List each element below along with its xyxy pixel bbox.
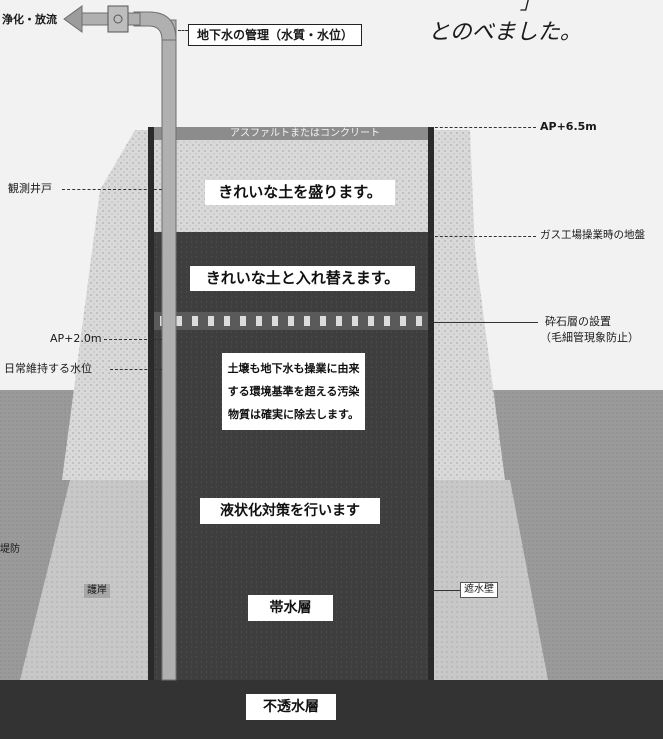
removal-line-1: 土壌も地下水も操業に由来 [227,362,360,375]
ap-low-label: AP+2.0m [50,332,102,345]
pump-box [107,5,129,33]
barrier-wall-left [148,127,154,680]
barrier-wall-right [428,127,434,680]
leader-water-level [110,369,162,370]
leader-barrier-wall [432,590,460,591]
liquefaction-label: 液状化対策を行います [200,498,380,524]
shoulder-left [62,130,150,480]
impermeable-label: 不透水層 [246,694,336,720]
well-pipe [161,19,177,681]
clean-replace-label: きれいな土と入れ替えます。 [190,266,415,291]
shoulder-right [430,130,505,480]
leader-ap-low [104,339,162,340]
outlet-arrow [63,5,83,33]
embankment-label: 護岸 [84,584,110,598]
handwritten-quote: 」 [520,0,540,14]
barrier-wall-label: 遮水壁 [460,582,498,598]
left-edge-label: 堤防 [0,544,20,555]
gas-plant-ground-label: ガス工場操業時の地盤 [540,229,645,241]
removal-line-2: する環境基準を超える汚染 [227,385,360,398]
embankment-left [20,480,150,680]
water-level-label: 日常維持する水位 [4,362,92,375]
pipe-elbow [133,11,177,41]
monitoring-well-label: 観測井戸 [8,182,52,195]
removal-line-3: 物質は確実に除去します。 [228,408,359,421]
leader-gas-plant [430,236,536,237]
outlet-label: 浄化・放流 [2,13,57,26]
leader-gravel [430,322,538,323]
leader-groundwater [178,30,188,31]
gravel-label-line1: 砕石層の設置 [545,315,611,328]
clean-fill-label: きれいな土を盛ります。 [205,180,395,205]
asphalt-label: アスファルトまたはコンクリート [230,128,380,139]
leader-monitoring-well [62,189,162,190]
ap-high-label: AP+6.5m [540,120,597,133]
leader-ap-high [430,127,536,128]
removal-text-box: 土壌も地下水も操業に由来 する環境基準を超える汚染 物質は確実に除去します。 [222,353,365,430]
aquifer-label: 帯水層 [248,595,333,621]
handwritten-note: とのべました。 [428,20,582,45]
gravel-label-line2: （毛細管現象防止） [540,331,639,344]
groundwater-management-box: 地下水の管理（水質・水位） [188,24,363,46]
asphalt-strip [150,127,430,140]
embankment-right [430,480,548,680]
